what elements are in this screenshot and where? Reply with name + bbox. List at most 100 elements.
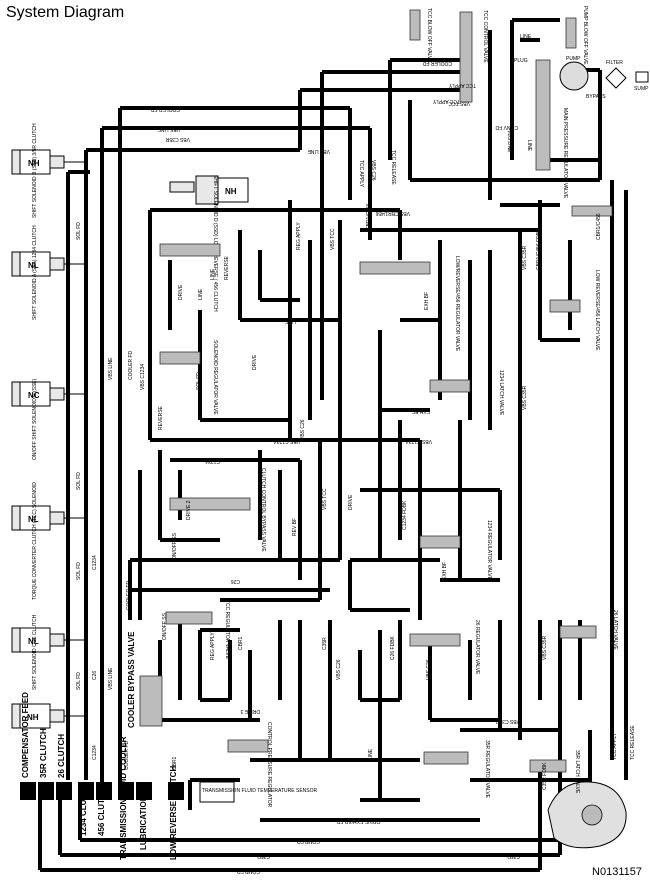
circuit-label: C26 FDBK — [390, 635, 396, 660]
regulator-35r-valve — [423, 751, 469, 765]
circuit-label: TCC APPLY — [432, 98, 460, 104]
low-reverse-regulator-label: LOW/REVERSE/456 REGULATOR VALVE — [454, 256, 460, 352]
solenoid-shift-solenoid-d: NH — [169, 175, 249, 205]
solenoid-shift-solenoid-b: NH — [11, 149, 86, 175]
solenoid-label: SHIFT SOLENOID B (SSB) 3/5R CLUTCH — [32, 123, 38, 218]
circuit-label: VBS C35R — [522, 385, 528, 410]
clutch-box — [38, 782, 54, 800]
circuit-label: LINE — [210, 268, 216, 280]
solenoid-tag: NL — [28, 637, 39, 646]
circuit-label: C35R — [322, 637, 328, 650]
circuit-label: SOL FD — [76, 472, 82, 490]
clutch-box — [168, 782, 184, 800]
latch-26-valve — [559, 625, 597, 639]
circuit-label: VBS LINE — [307, 148, 330, 154]
circuit-label: VBS LINE — [108, 667, 114, 690]
low-reverse-regulator-valve — [359, 261, 431, 275]
circuit-label: CONV FD — [495, 124, 518, 130]
plug-label: PLUG — [514, 58, 528, 64]
circuit-label: C1234 — [92, 555, 98, 570]
circuit-label: VBS C1234 — [274, 438, 300, 444]
circuit-label: C26 — [92, 671, 98, 680]
low-reverse-latch-label: LOW REVERSE/456 LATCH VALVE — [594, 270, 600, 351]
control-pressure-regulator — [227, 739, 269, 753]
circuit-label: LINE — [368, 748, 374, 760]
torque-converter-icon — [547, 781, 627, 849]
circuit-label: VBS C35R — [522, 245, 528, 270]
regulator-26-valve — [409, 633, 461, 647]
circuit-label: LINE — [198, 288, 204, 300]
regulator-1234-label: 1234 REGULATOR VALVE — [486, 520, 492, 581]
solenoid-tag: NH — [27, 713, 39, 722]
circuit-label: REV BF — [292, 518, 298, 536]
circuit-label: C35R — [257, 853, 270, 859]
clutch-labels: COMPENSATOR FEED 35R CLUTCH 26 CLUTCH 12… — [21, 631, 178, 860]
solenoid-shift-solenoid-a: NL — [11, 251, 86, 277]
circuit-label: SOL FD — [76, 562, 82, 580]
circuit-label: REG APPLY — [296, 222, 302, 250]
circuit-label: TCC APPLY — [358, 160, 364, 188]
circuit-label: VBS TCC — [330, 228, 336, 250]
cooler-bypass-valve — [139, 675, 163, 727]
circuit-labels: LINE TCC APPLY COOLER FD TCC APPLY VBS T… — [76, 34, 636, 874]
regulator-1234-valve — [419, 535, 461, 549]
solenoid-tag: NH — [28, 159, 40, 168]
circuit-label: COOLER FD — [124, 740, 130, 770]
solenoid-shift-solenoid-c: NL — [11, 627, 86, 653]
circuit-label: CBR1/C456 FDBK — [536, 228, 542, 270]
solenoid-label: SHIFT SOLENOID C 26 CLUTCH — [32, 614, 38, 690]
pump-icon — [559, 61, 589, 91]
solenoid-tcc-solenoid: NL — [11, 505, 86, 531]
page-title: System Diagram — [6, 4, 125, 21]
solenoid-label: SHIFT SOLENOID A (SSA) 1234 CLUTCH — [32, 225, 38, 320]
filter-label: FILTER — [606, 60, 623, 66]
clutch-label: COMPENSATOR FEED — [21, 692, 30, 778]
circuit-label: CBR1 — [172, 756, 178, 770]
tcc-regulator-valve — [165, 611, 213, 625]
circuit-label: DRIVE — [178, 284, 184, 300]
circuit-label: COOLER FD — [128, 350, 134, 380]
clutch-label: 26 CLUTCH — [57, 734, 66, 778]
solenoid-tag: NL — [28, 515, 39, 524]
circuit-label: CBR1 — [238, 636, 244, 650]
clutch-box — [118, 782, 134, 800]
hydraulic-circuit-lines — [38, 18, 628, 872]
clutch-label: 35R CLUTCH — [39, 728, 48, 778]
clutch-label: TRANSMISSION FLUID COOLER — [119, 736, 128, 860]
differential-lubrication-label: DIFFERENTIAL LUBRICATION — [608, 224, 614, 294]
tft-sensor-label: TRANSMISSION FLUID TEMPERATURE SENSOR — [202, 788, 317, 794]
circuit-label: DRIVE — [252, 354, 258, 370]
solenoid-regulator-valve — [159, 351, 201, 365]
circuit-label: COOLER FD — [150, 106, 180, 112]
circuit-label: SOL FD — [76, 222, 82, 240]
circuit-label: ON/OFF SS — [172, 532, 178, 560]
circuit-label: DRIVE 3 — [240, 708, 260, 714]
clutch-label: LOW/REVERSE CLUTCH — [169, 766, 178, 860]
circuit-label: VBS C35R — [165, 136, 190, 142]
clutch-box — [78, 782, 94, 800]
circuit-label: DRIVE EXH/AR FD — [336, 818, 380, 824]
manual-valve-label: MANUAL VALVE — [236, 232, 242, 270]
circuit-label: C35R FDBK — [542, 762, 548, 790]
main-pressure-regulator-valve — [535, 59, 551, 171]
sump-icon — [635, 71, 649, 83]
circuit-label: CBR1/C456 — [596, 213, 602, 240]
clutch-box — [20, 782, 36, 800]
main-pressure-regulator-label: MAIN PRESSURE REGULATOR VALVE — [562, 108, 568, 199]
latch-26-label: 26 LATCH VALVE — [612, 610, 618, 650]
circuit-label: VBS C26 — [426, 659, 432, 680]
circuit-label: VBS C26 — [300, 419, 306, 440]
circuit-label: REVERSE — [224, 255, 230, 280]
latch-35r-valve — [529, 759, 567, 773]
circuit-label: VBS TCC — [448, 100, 470, 106]
circuit-label: LINE — [338, 368, 344, 380]
circuit-label: COOLER FD — [126, 580, 132, 610]
manual-valve — [159, 243, 221, 257]
circuit-label: EXH BF — [412, 408, 430, 414]
pump-label: PUMP — [566, 56, 581, 62]
solenoid-label: TORQUE CONVERTER CLUTCH (TCC) SOLENOID — [32, 482, 38, 600]
solenoid-regulator-label: SOLENOID REGULATOR VALVE — [212, 340, 218, 415]
circuit-label: LINE — [520, 34, 532, 40]
